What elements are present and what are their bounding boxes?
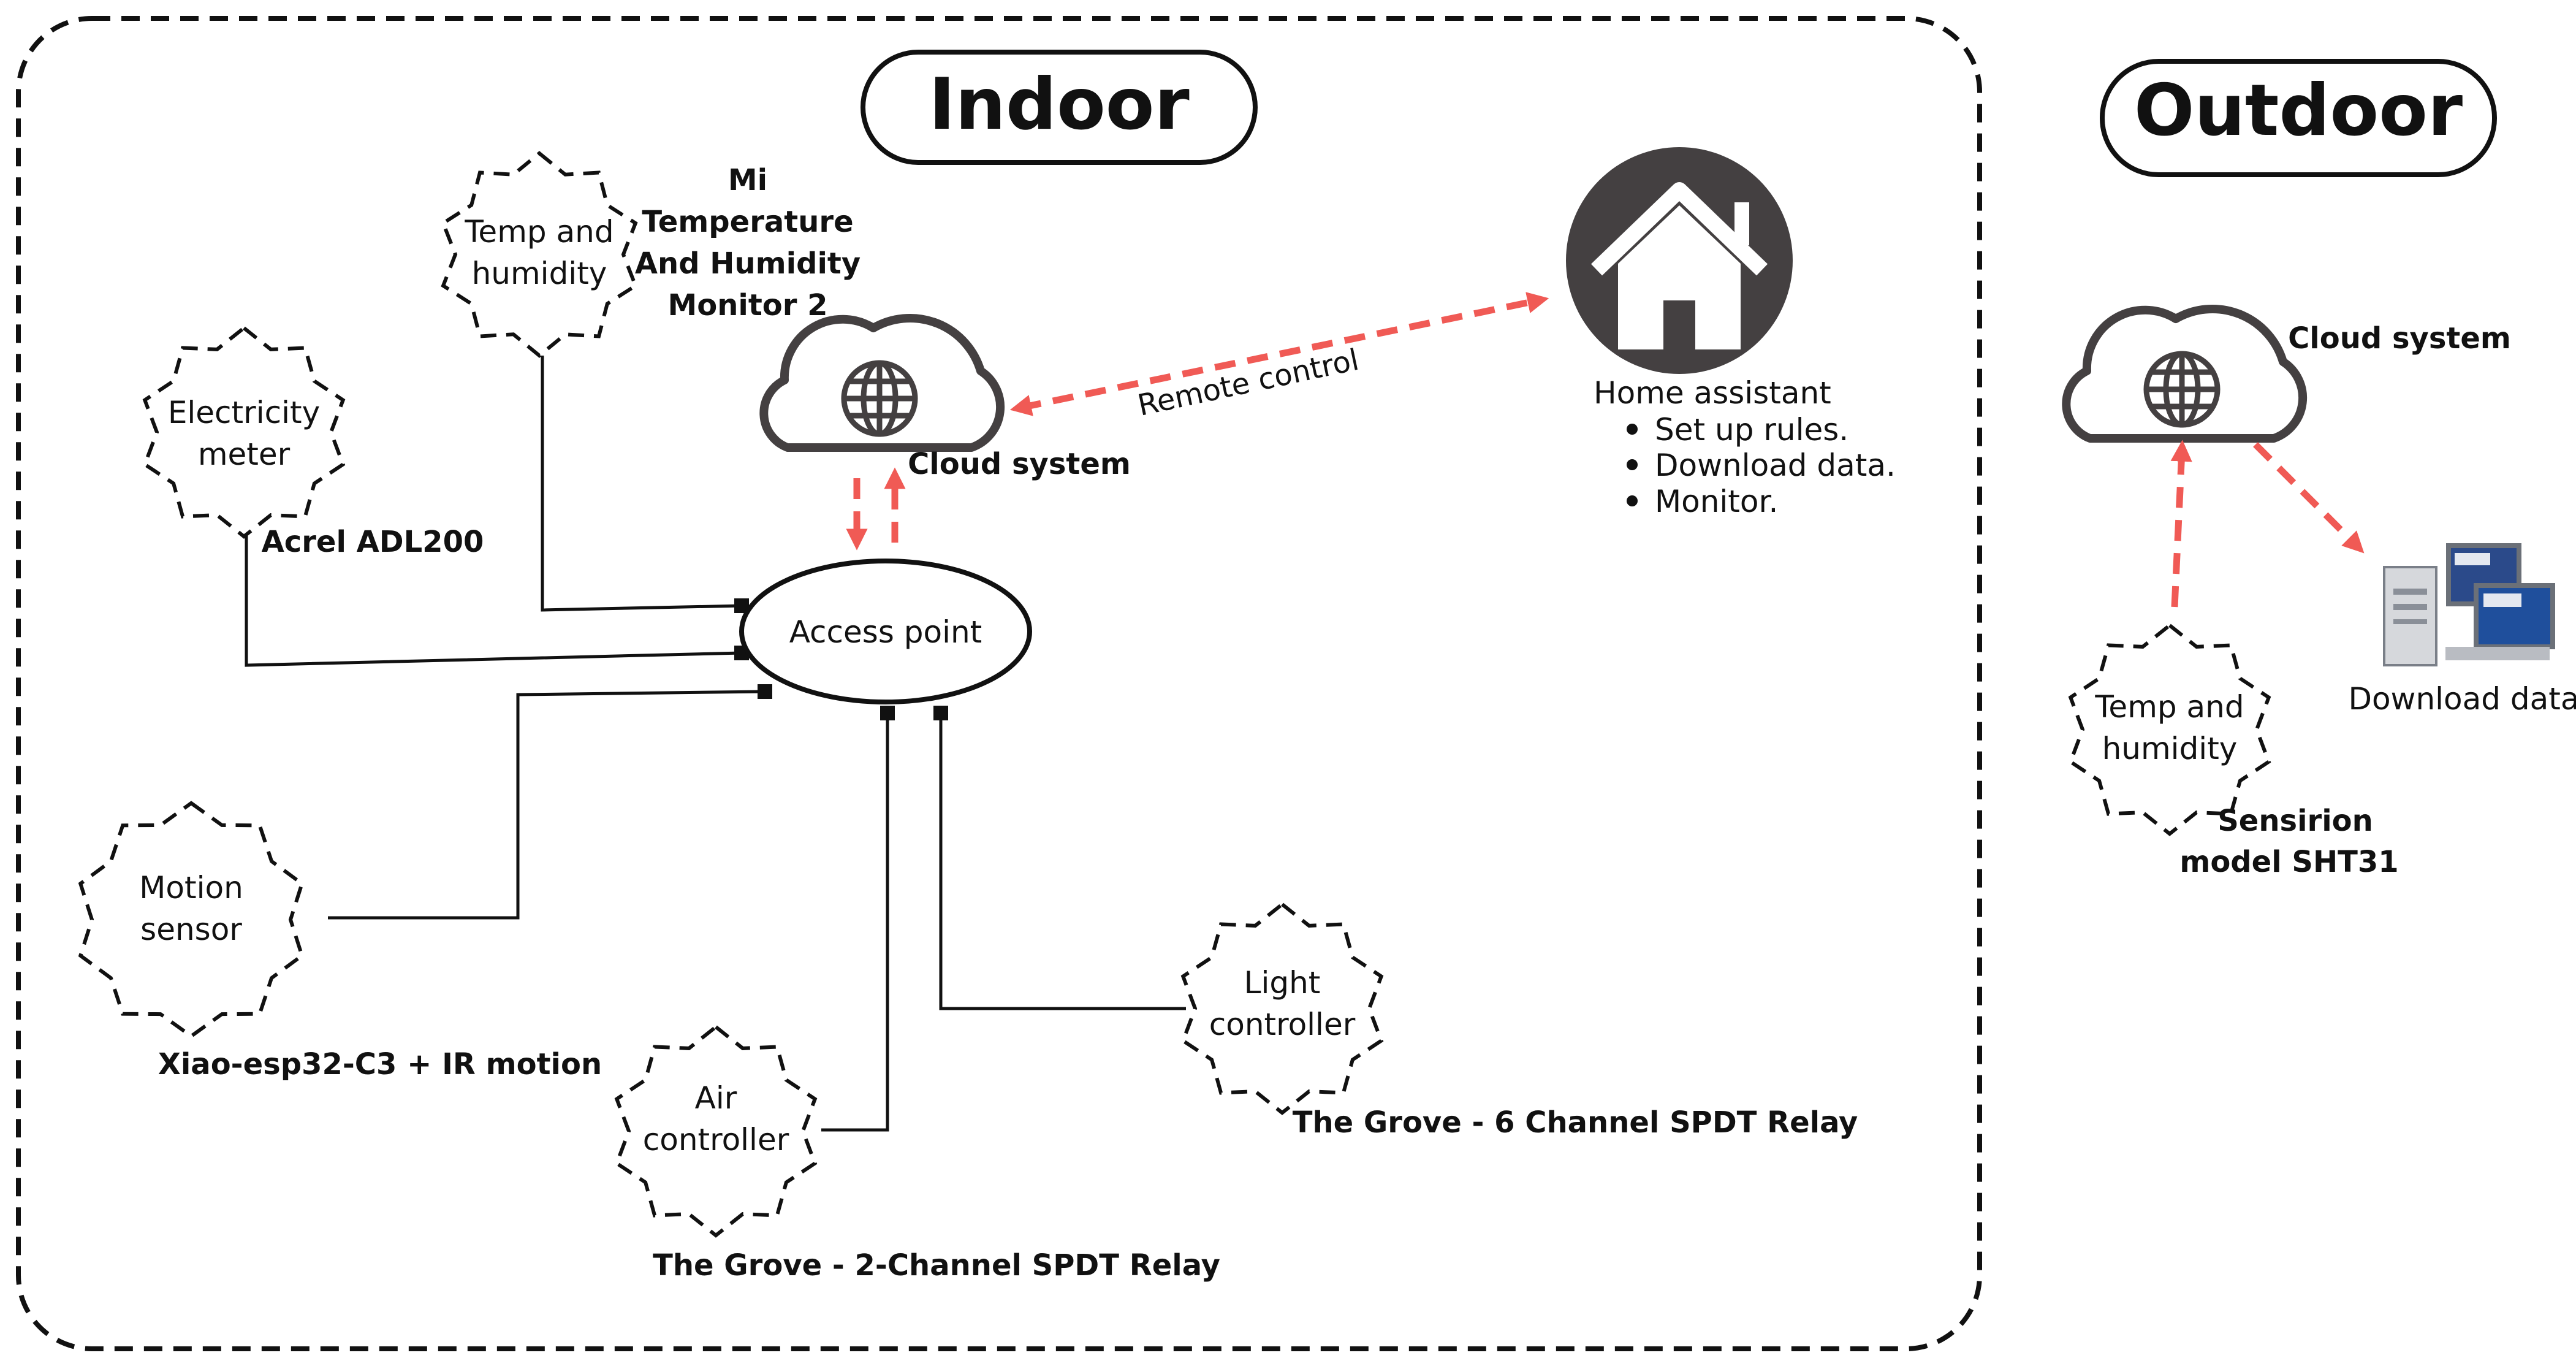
access-point: Access point — [739, 559, 1032, 704]
indoor-title: Indoor — [929, 63, 1189, 146]
motion-sensor-label-1: Motion — [139, 870, 243, 906]
indoor-title-badge: Indoor — [861, 50, 1258, 165]
computer-icon — [2383, 543, 2555, 666]
outdoor-temp-humidity-label-2: humidity — [2102, 731, 2238, 766]
air-controller-label-2: controller — [643, 1122, 789, 1158]
air-controller-label-1: Air — [695, 1080, 737, 1116]
indoor-cloud — [764, 318, 1000, 448]
outdoor-cloud-label: Cloud system — [2288, 321, 2511, 356]
temp-humidity-model: Mi Temperature And Humidity Monitor 2 — [635, 163, 861, 322]
air-controller-node: Air controller — [614, 1024, 818, 1238]
home-assistant-label: Home assistant — [1594, 375, 1831, 411]
temp-humidity-model-2: Temperature — [642, 205, 853, 239]
electricity-meter-label-2: meter — [198, 437, 291, 472]
temp-humidity-node: Temp and humidity — [441, 151, 638, 358]
outdoor-temp-humidity-node: Temp and humidity — [2068, 623, 2271, 836]
outdoor-model-2: model SHT31 — [2179, 845, 2398, 879]
temp-humidity-model-3: And Humidity — [635, 246, 861, 281]
electricity-meter-node: Electricity meter — [142, 326, 346, 539]
electricity-meter-label-1: Electricity — [168, 395, 320, 430]
outdoor-model-1: Sensirion — [2217, 804, 2373, 838]
outdoor-temp-humidity-label-1: Temp and — [2094, 689, 2244, 725]
outdoor-title-badge: Outdoor — [2100, 59, 2497, 177]
light-controller-label-2: controller — [1209, 1007, 1356, 1042]
remote-control-label: Remote control — [1134, 343, 1361, 423]
light-controller-label-1: Light — [1244, 965, 1321, 1001]
home-assistant-bullet-3: Monitor. — [1655, 484, 1778, 519]
home-assistant-bullets: Set up rules. Download data. Monitor. — [1627, 412, 1896, 519]
temp-humidity-model-4: Monitor 2 — [667, 288, 827, 322]
motion-sensor-model: Xiao-esp32-C3 + IR motion — [158, 1047, 602, 1081]
sensor-connectors — [245, 356, 1186, 1132]
download-data-label: Download data — [2348, 681, 2576, 717]
home-assistant-bullet-2: Download data. — [1655, 448, 1896, 483]
outdoor-title: Outdoor — [2134, 69, 2463, 152]
outdoor-cloud — [2066, 309, 2303, 438]
house-icon — [1590, 182, 1768, 349]
indoor-boundary — [16, 16, 1982, 1351]
temp-humidity-label-1: Temp and — [464, 214, 614, 250]
globe-icon — [2066, 309, 2303, 438]
globe-icon — [764, 318, 1000, 448]
outdoor-links — [2170, 440, 2365, 608]
indoor-cloud-ap-links — [846, 467, 906, 551]
motion-sensor-label-2: sensor — [140, 912, 242, 947]
temp-humidity-label-2: humidity — [472, 256, 607, 291]
home-assistant-icon — [1566, 147, 1793, 374]
temp-humidity-model-1: Mi — [728, 163, 767, 197]
access-point-label: Access point — [789, 614, 982, 650]
indoor-cloud-label: Cloud system — [908, 447, 1131, 481]
light-controller-model: The Grove - 6 Channel SPDT Relay — [1293, 1105, 1858, 1140]
home-assistant-bullet-1: Set up rules. — [1655, 412, 1848, 448]
light-controller-node: Light controller — [1180, 902, 1384, 1115]
air-controller-model: The Grove - 2-Channel SPDT Relay — [653, 1248, 1220, 1283]
electricity-meter-model: Acrel ADL200 — [262, 525, 484, 559]
remote-control-link: Remote control — [1009, 292, 1549, 423]
motion-sensor-node: Motion sensor — [78, 801, 305, 1039]
